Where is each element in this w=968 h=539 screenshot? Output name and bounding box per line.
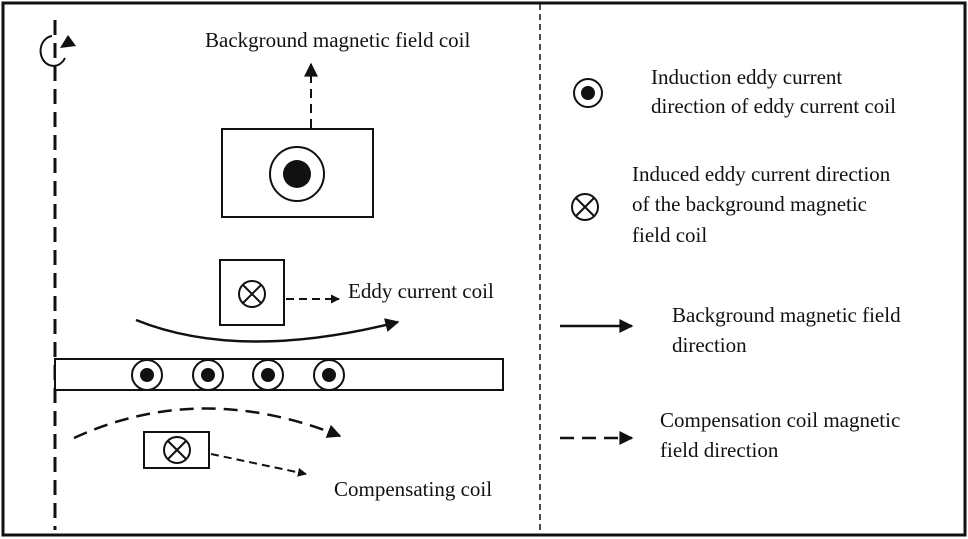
dot-circle-icon	[313, 359, 345, 391]
cross-circle-icon	[571, 193, 599, 221]
legend: Induction eddy current direction of eddy…	[560, 65, 901, 462]
legend-solid-arrow-line1: Background magnetic field	[672, 303, 901, 327]
dot-circle-icon	[573, 78, 603, 108]
background-field-curve-arrow	[135, 318, 400, 343]
legend-cross-line1: Induced eddy current direction	[632, 162, 891, 186]
dot-circle-icon	[131, 359, 163, 391]
dot-circle-icon	[192, 359, 224, 391]
legend-dashed-arrow-line2: field direction	[660, 438, 779, 462]
eddy-coil-box	[219, 259, 285, 326]
cross-circle-icon	[238, 280, 266, 308]
legend-cross-line2: of the background magnetic	[632, 192, 867, 216]
compensation-field-curve-arrow	[73, 407, 342, 440]
legend-eddy-dot-line1: Induction eddy current	[651, 65, 842, 89]
compensating-coil-label: Compensating coil	[334, 477, 492, 501]
cross-circle-icon	[163, 436, 191, 464]
legend-eddy-dot-line2: direction of eddy current coil	[651, 94, 896, 118]
legend-dashed-arrow-line1: Compensation coil magnetic	[660, 408, 900, 432]
dot-circle-icon	[252, 359, 284, 391]
compensating-coil-dashed-arrow	[210, 453, 307, 477]
eddy-coil-label: Eddy current coil	[348, 279, 494, 303]
legend-cross-line3: field coil	[632, 223, 707, 247]
background-coil-label: Background magnetic field coil	[205, 28, 470, 52]
rotation-arrow-icon	[39, 35, 76, 67]
dot-circle-icon	[269, 146, 325, 202]
legend-solid-arrow-line2: direction	[672, 333, 747, 357]
